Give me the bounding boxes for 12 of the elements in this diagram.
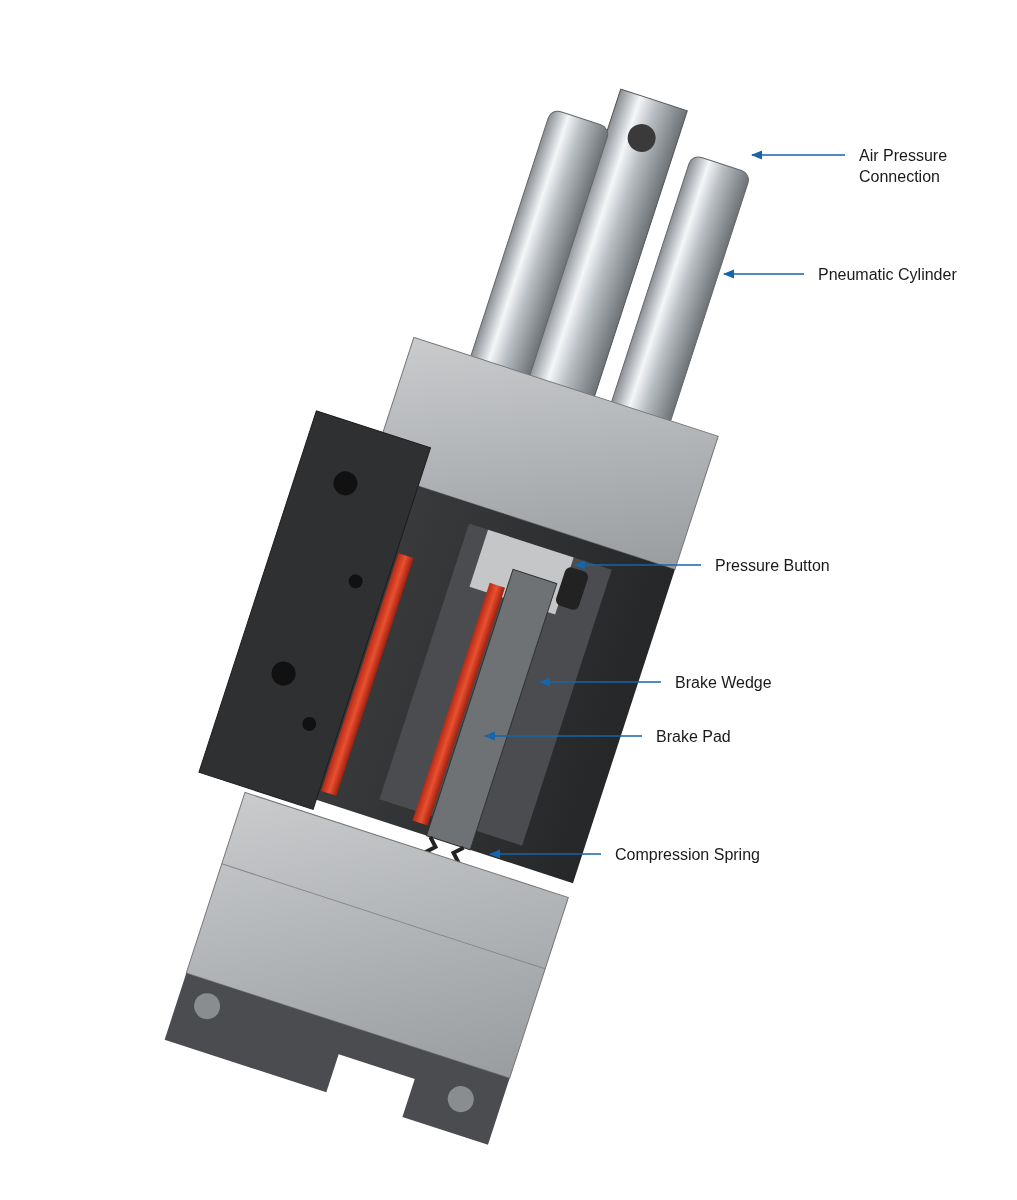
leader-line (488, 849, 602, 859)
part-label: Pressure Button (715, 555, 915, 576)
leader-line (722, 269, 805, 279)
leader-line (750, 150, 846, 160)
part-label: Pneumatic Cylinder (818, 264, 1017, 285)
part-label: Brake Wedge (675, 672, 875, 693)
leader-line (483, 731, 643, 741)
leader-line (573, 560, 702, 570)
part-label: Compression Spring (615, 844, 815, 865)
part-label: Brake Pad (656, 726, 856, 747)
leader-line (538, 677, 662, 687)
part-label: Air Pressure Connection (859, 145, 969, 187)
